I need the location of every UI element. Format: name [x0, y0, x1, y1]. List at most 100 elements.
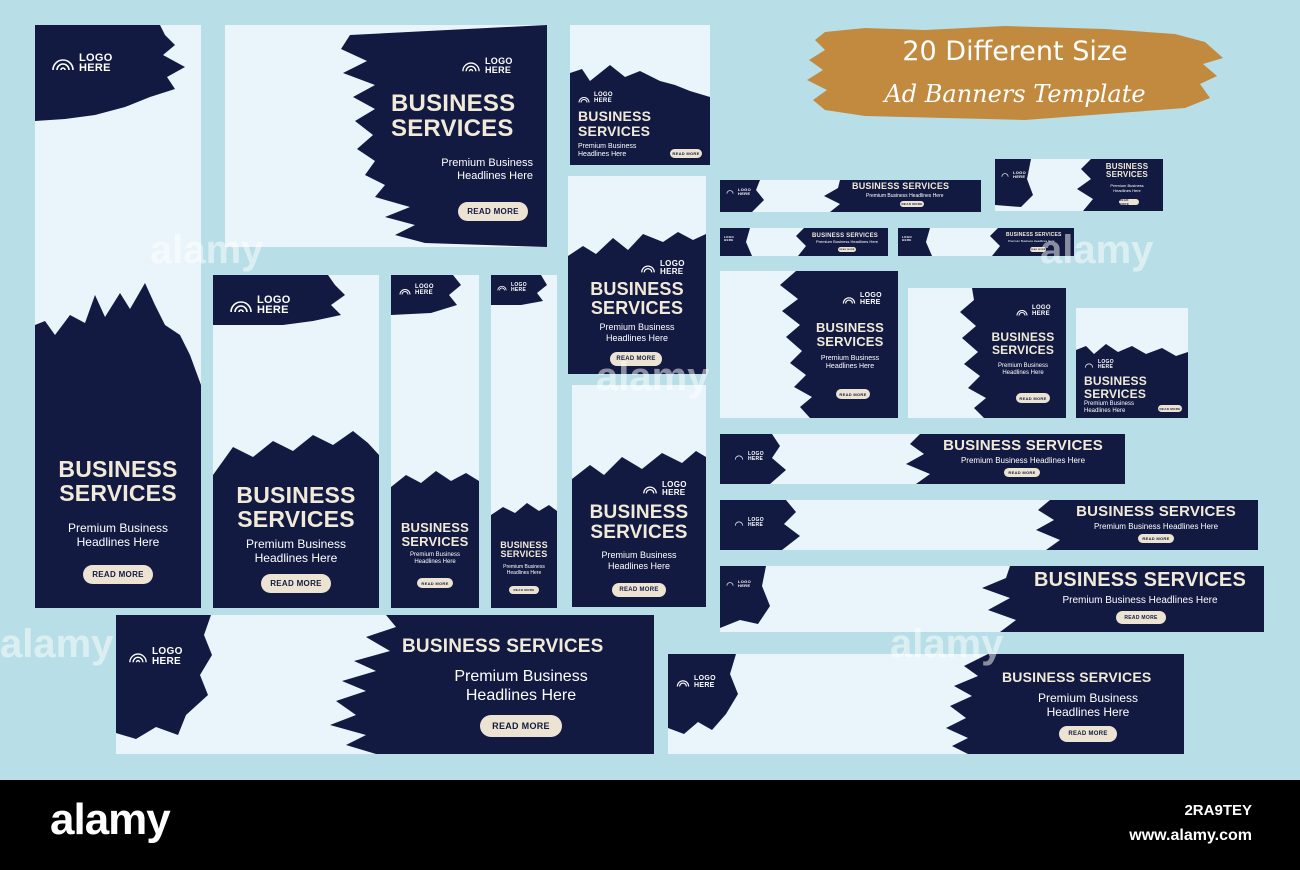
logo-mark-icon: [726, 189, 734, 195]
sub-line2: Headlines Here: [254, 551, 338, 566]
brush-ink-shape: [116, 615, 654, 754]
sub-line1: Premium Business: [599, 322, 675, 332]
logo-line1: LOGO: [748, 451, 764, 457]
headline-line2: SERVICES: [1084, 386, 1147, 401]
read-more-button[interactable]: READ MORE: [670, 149, 702, 158]
logo-line2: HERE: [748, 521, 764, 528]
sub-line2: Headlines Here: [506, 570, 542, 576]
read-more-button[interactable]: READ MORE: [83, 565, 153, 584]
headline: BUSINESS SERVICES: [1002, 669, 1152, 685]
read-more-button[interactable]: READ MORE: [612, 583, 666, 597]
logo-line2: HERE: [1032, 310, 1050, 317]
headline: BUSINESS SERVICES: [391, 521, 479, 548]
logo-line1: LOGO: [724, 235, 735, 239]
logo-line2: HERE: [257, 304, 289, 317]
brush-ink-shape: [35, 25, 201, 608]
read-more-button[interactable]: READ MORE: [1030, 247, 1046, 252]
read-more-button[interactable]: READ MORE: [1158, 405, 1182, 412]
logo-mark-icon: [734, 520, 744, 526]
brush-ink-shape: [572, 451, 706, 607]
subheadline: Premium Business Headlines Here: [816, 239, 879, 244]
site-url[interactable]: www.alamy.com: [1129, 827, 1252, 844]
sub-line2: Headlines Here: [465, 687, 577, 705]
brush-ink-shape: [720, 500, 1258, 550]
subheadline: Premium Business Headlines Here: [808, 355, 892, 372]
headline: BUSINESS SERVICES: [213, 483, 379, 531]
headline-line2: SERVICES: [401, 533, 469, 549]
brush-ink-shape: [720, 228, 888, 256]
logo-mark-icon: [51, 55, 75, 71]
sub-line2: Headlines Here: [1002, 370, 1044, 377]
read-more-button[interactable]: READ MORE: [1004, 468, 1040, 477]
logo-line2: HERE: [902, 237, 912, 242]
headline: BUSINESS SERVICES: [35, 457, 201, 505]
brush-ink-shape: [720, 566, 1264, 632]
headline: BUSINESS SERVICES: [852, 181, 950, 191]
read-more-button[interactable]: READ MORE: [836, 389, 870, 399]
headline: BUSINESS SERVICES: [568, 280, 706, 318]
headline-line1: BUSINESS: [236, 482, 356, 508]
sub-line2: Headlines Here: [605, 332, 669, 343]
subheadline: Premium Business Headlines Here: [391, 552, 479, 566]
headline-line2: SERVICES: [237, 506, 355, 533]
logo-line2: HERE: [415, 289, 433, 296]
read-more-button[interactable]: READ MORE: [417, 578, 453, 588]
logo-line1: LOGO: [738, 187, 751, 192]
read-more-button[interactable]: READ MORE: [509, 586, 539, 594]
read-more-button[interactable]: READ MORE: [261, 574, 331, 593]
headline-line1: BUSINESS: [1084, 374, 1147, 388]
read-more-button[interactable]: READ MORE: [1059, 726, 1117, 742]
headline-line1: BUSINESS: [991, 330, 1055, 344]
headline-line2: SERVICES: [391, 115, 514, 143]
logo-line2: HERE: [485, 64, 512, 75]
logo-line1: LOGO: [738, 579, 751, 584]
read-more-button[interactable]: READ MORE: [1138, 534, 1174, 543]
logo-mark-icon: [128, 650, 148, 663]
read-more-button[interactable]: READ MORE: [900, 201, 924, 207]
subheadline: Premium Business Headlines Here: [413, 157, 533, 183]
logo-line1: LOGO: [694, 675, 716, 682]
read-more-button[interactable]: READ MORE: [1119, 198, 1139, 206]
read-more-button[interactable]: READ MORE: [610, 352, 662, 366]
sub-line2: Headlines Here: [1113, 187, 1141, 193]
logo-line1: LOGO: [511, 282, 527, 288]
headline: BUSINESS SERVICES: [1076, 503, 1236, 520]
read-more-button[interactable]: READ MORE: [1116, 611, 1166, 624]
logo-line2: HERE: [724, 237, 734, 242]
subheadline: Premium Business Headlines Here: [568, 322, 706, 344]
logo-mark-icon: [734, 454, 744, 460]
read-more-button[interactable]: READ MORE: [458, 202, 528, 221]
read-more-button[interactable]: READ MORE: [480, 715, 562, 737]
logo-mark-icon: [640, 263, 656, 273]
subheadline: Premium Business Headlines Here: [960, 456, 1086, 465]
read-more-button[interactable]: READ MORE: [838, 247, 856, 252]
logo-mark-icon: [497, 284, 507, 291]
read-more-button[interactable]: READ MORE: [1016, 393, 1050, 403]
logo-mark-icon: [1001, 172, 1009, 178]
logo-line2: HERE: [738, 190, 751, 196]
headline-line1: BUSINESS: [500, 540, 548, 550]
sub-line1: Premium Business: [409, 552, 460, 558]
sub-line1: Premium Business: [820, 355, 880, 362]
headline-line1: BUSINESS: [1105, 162, 1149, 171]
logo-line1: LOGO: [902, 235, 913, 239]
headline-line2: SERVICES: [590, 521, 688, 543]
logo-line1: LOGO: [257, 294, 291, 306]
